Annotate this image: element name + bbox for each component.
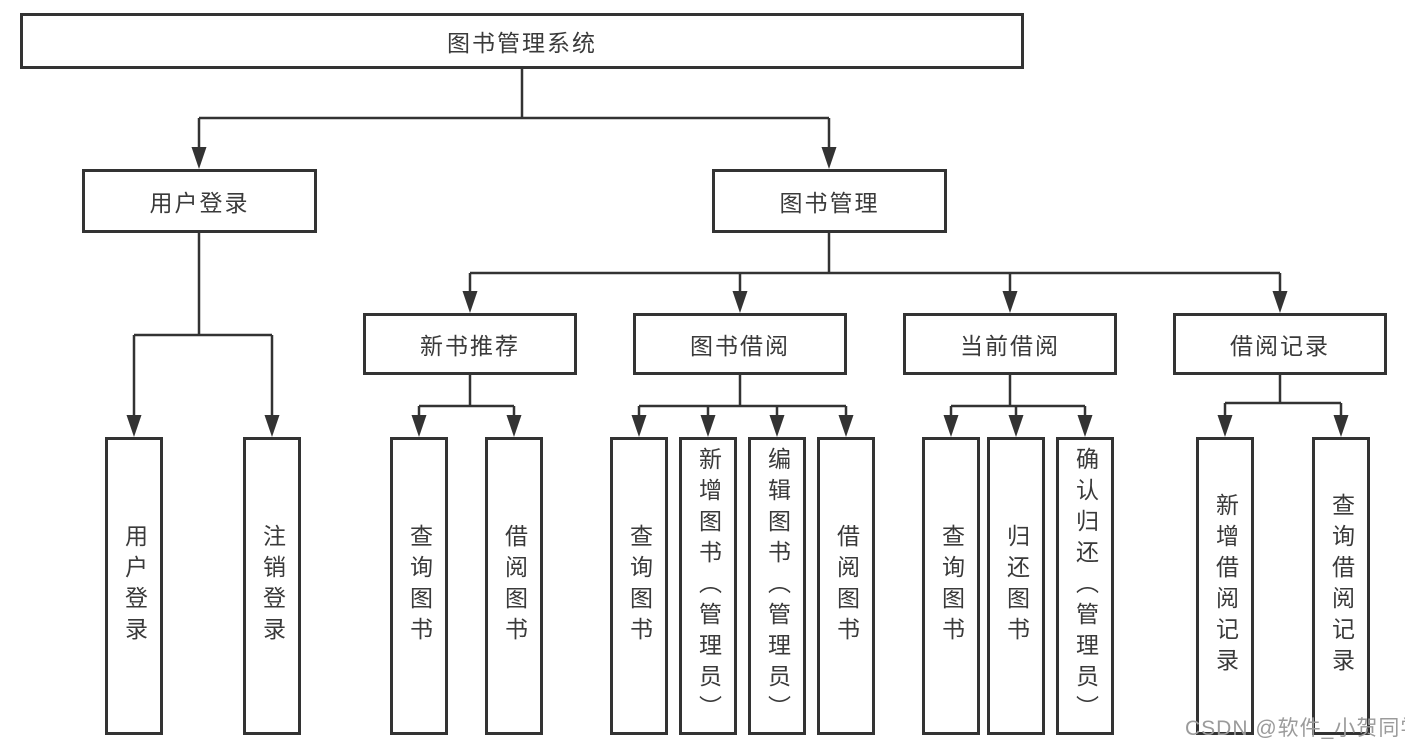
leaf-label: 注销登录 (259, 524, 286, 648)
leaf-label: 新增借阅记录 (1212, 493, 1239, 679)
leaf-query-book-current: 查询图书 (922, 437, 980, 735)
leaf-label: 借阅图书 (501, 524, 528, 648)
leaf-user-login: 用户登录 (105, 437, 163, 735)
leaf-borrow-book: 借阅图书 (817, 437, 875, 735)
leaf-label: 借阅图书 (833, 524, 860, 648)
node-current-borrow: 当前借阅 (903, 313, 1117, 375)
leaf-add-book-admin: 新增图书（管理员） (679, 437, 737, 735)
leaf-label: 查询借阅记录 (1328, 493, 1355, 679)
node-new-book-recommend: 新书推荐 (363, 313, 577, 375)
leaf-label: 归还图书 (1003, 524, 1030, 648)
leaf-label: 用户登录 (121, 524, 148, 648)
leaf-label: 查询图书 (406, 524, 433, 648)
leaf-logout: 注销登录 (243, 437, 301, 735)
leaf-label: 确认归还（管理员） (1072, 446, 1099, 726)
leaf-label: 新增图书（管理员） (695, 446, 722, 726)
leaf-return-book: 归还图书 (987, 437, 1045, 735)
leaf-label: 查询图书 (938, 524, 965, 648)
leaf-label: 编辑图书（管理员） (764, 446, 791, 726)
leaf-label: 查询图书 (626, 524, 653, 648)
leaf-add-borrow-record: 新增借阅记录 (1196, 437, 1254, 735)
leaf-query-borrow-record: 查询借阅记录 (1312, 437, 1370, 735)
node-user-login: 用户登录 (82, 169, 317, 233)
node-book-management: 图书管理 (712, 169, 947, 233)
leaf-edit-book-admin: 编辑图书（管理员） (748, 437, 806, 735)
leaf-confirm-return-admin: 确认归还（管理员） (1056, 437, 1114, 735)
leaf-query-book-recommend: 查询图书 (390, 437, 448, 735)
leaf-query-book-borrow: 查询图书 (610, 437, 668, 735)
csdn-watermark: CSDN @软件_小贺同学 (1185, 717, 1405, 740)
leaf-borrow-book-recommend: 借阅图书 (485, 437, 543, 735)
node-book-borrow: 图书借阅 (633, 313, 847, 375)
node-root-system: 图书管理系统 (20, 13, 1024, 69)
node-borrow-record: 借阅记录 (1173, 313, 1387, 375)
